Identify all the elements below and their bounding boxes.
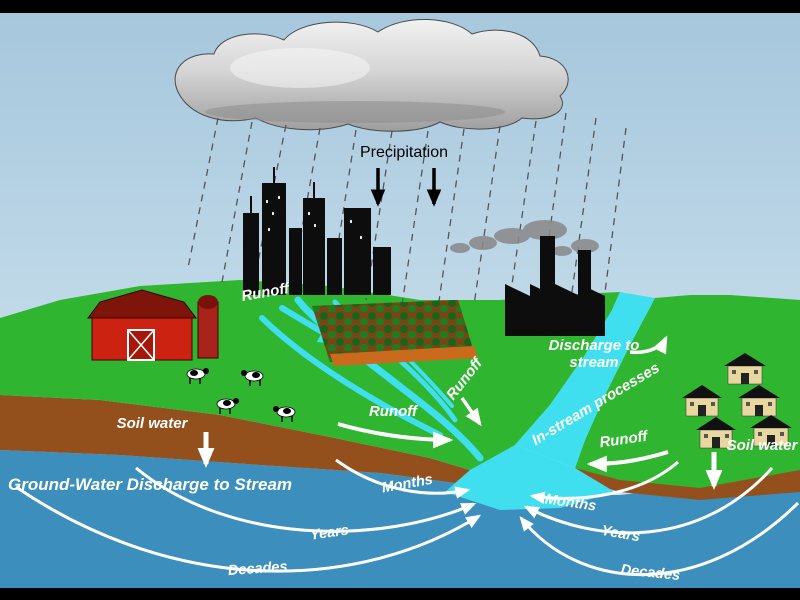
months-arc-left <box>335 458 471 499</box>
groundwater-discharge-label: Ground-Water Discharge to Stream <box>8 475 292 494</box>
city-skyline <box>243 167 391 295</box>
months-arc-right <box>529 460 679 505</box>
discharge-label-line2: stream <box>569 354 618 371</box>
runoff-arrow-right <box>586 450 669 473</box>
precipitation-arrows <box>370 168 442 207</box>
cow <box>186 368 209 384</box>
chimney <box>578 250 591 298</box>
houses <box>682 353 792 449</box>
factory <box>450 220 605 336</box>
house <box>724 353 766 385</box>
frame-bottom <box>0 588 800 600</box>
stream-delta <box>445 445 615 510</box>
barn <box>87 289 197 361</box>
soil-water-label-left: Soil water <box>117 415 189 432</box>
house <box>682 385 722 417</box>
runoff-label-center: Runoff <box>369 403 419 420</box>
silo <box>197 295 219 359</box>
soil-water-label-right: Soil water <box>727 437 799 454</box>
crop-field <box>312 300 478 366</box>
decades-arc-left <box>15 485 482 573</box>
precipitation-label: Precipitation <box>360 144 448 161</box>
decades-label-right: Decades <box>620 562 681 584</box>
cow <box>273 406 296 422</box>
years-arc-left <box>135 466 477 533</box>
cows <box>186 368 296 422</box>
discharge-label-line1: Discharge to <box>549 337 640 354</box>
months-label-right: Months <box>544 492 597 515</box>
discharge-arrow <box>629 335 668 355</box>
soil-layer-right <box>575 468 800 500</box>
city-windows <box>266 196 362 239</box>
runoff-arrow-center <box>337 422 454 449</box>
cloud <box>174 18 569 132</box>
house <box>738 385 780 417</box>
chimney <box>540 236 555 298</box>
runoff-label-right: Runoff <box>598 428 650 452</box>
house <box>750 415 792 447</box>
house <box>696 417 736 449</box>
cow <box>216 398 239 414</box>
runoff-arrow-slope <box>460 397 482 427</box>
land-right <box>575 295 800 488</box>
flow-arrows <box>15 335 800 577</box>
stream <box>515 292 655 468</box>
decades-arc-right <box>519 501 800 577</box>
years-arc-right <box>523 466 774 535</box>
soil-layer-left <box>0 395 470 485</box>
smoke <box>450 220 599 256</box>
field-edge-strip <box>330 346 478 366</box>
frame-top <box>0 0 800 13</box>
cow <box>241 370 264 386</box>
decades-label-left: Decades <box>227 559 288 579</box>
years-label-right: Years <box>600 523 641 546</box>
years-label-left: Years <box>309 522 350 543</box>
